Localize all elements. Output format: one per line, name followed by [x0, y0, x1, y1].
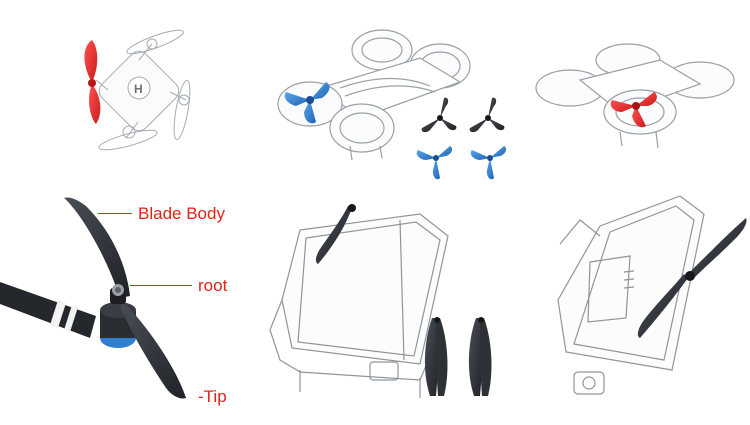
folded-drone-rear	[557, 195, 705, 395]
red-propeller-on-drone	[610, 92, 657, 128]
propeller-anatomy-closeup	[0, 197, 186, 399]
root-leader	[130, 285, 192, 286]
spare-propellers-set	[416, 97, 507, 180]
root-label: root	[198, 276, 228, 295]
svg-text:H: H	[134, 82, 143, 96]
ducted-mini-drone	[277, 29, 471, 161]
ducted-mini-drone-top	[535, 43, 735, 149]
folded-drone-front	[269, 213, 449, 398]
folding-mini-drone: H	[95, 29, 191, 151]
tip-label: -Tip	[198, 387, 227, 406]
blue-propeller-on-drone	[284, 82, 330, 124]
blade-body-leader	[98, 213, 132, 214]
red-propeller-loose	[84, 40, 101, 124]
blade-body-label: Blade Body	[138, 204, 225, 223]
spare-folding-propellers	[424, 317, 492, 396]
folded-drone-rear-propeller	[637, 218, 747, 338]
folded-drone-front-propeller	[315, 204, 356, 264]
